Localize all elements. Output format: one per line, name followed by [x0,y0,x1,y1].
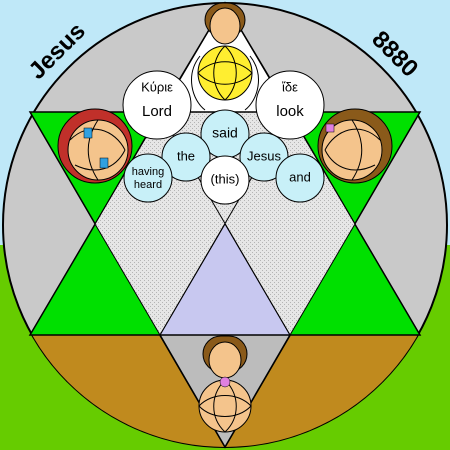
word-bubbles [122,70,325,205]
top-figure-side-arcs [191,55,259,111]
left-figure-eye [99,157,109,169]
top-figure-petals [197,45,253,101]
bubble-look [255,70,325,140]
bubble-this [200,155,250,205]
top-figure [191,2,259,111]
left-figure-petals [69,119,126,181]
right-figure-eye [325,123,335,133]
bubble-having-heard [123,153,173,203]
word-look: look [276,103,304,120]
bubble-the [161,132,211,182]
word-the: the [177,148,195,163]
bubble-lord [122,70,192,140]
left-figure-eye [83,127,93,139]
word-heard: heard [134,179,162,191]
word-ide: ἴδε [282,79,298,94]
word-this: (this) [211,171,240,186]
top-figure-face [209,7,241,45]
word-having: having [132,166,164,178]
bottom-figure-face [208,341,242,379]
word-jesus: Jesus [247,148,281,163]
bottom-figure [198,335,252,433]
word-lord: Lord [142,103,172,120]
top-figure-yellow-circle [197,45,253,101]
bottom-figure-petals [198,379,252,433]
bottom-figure-pink [219,376,231,388]
left-figure [57,108,133,184]
word-kyrie: Κύριε [141,79,173,94]
word-said: said [212,125,238,141]
right-figure [317,108,393,184]
bubble-and [275,153,325,203]
word-and: and [289,169,311,184]
right-figure-petals [324,119,381,181]
bottom-figure-body [198,379,252,433]
